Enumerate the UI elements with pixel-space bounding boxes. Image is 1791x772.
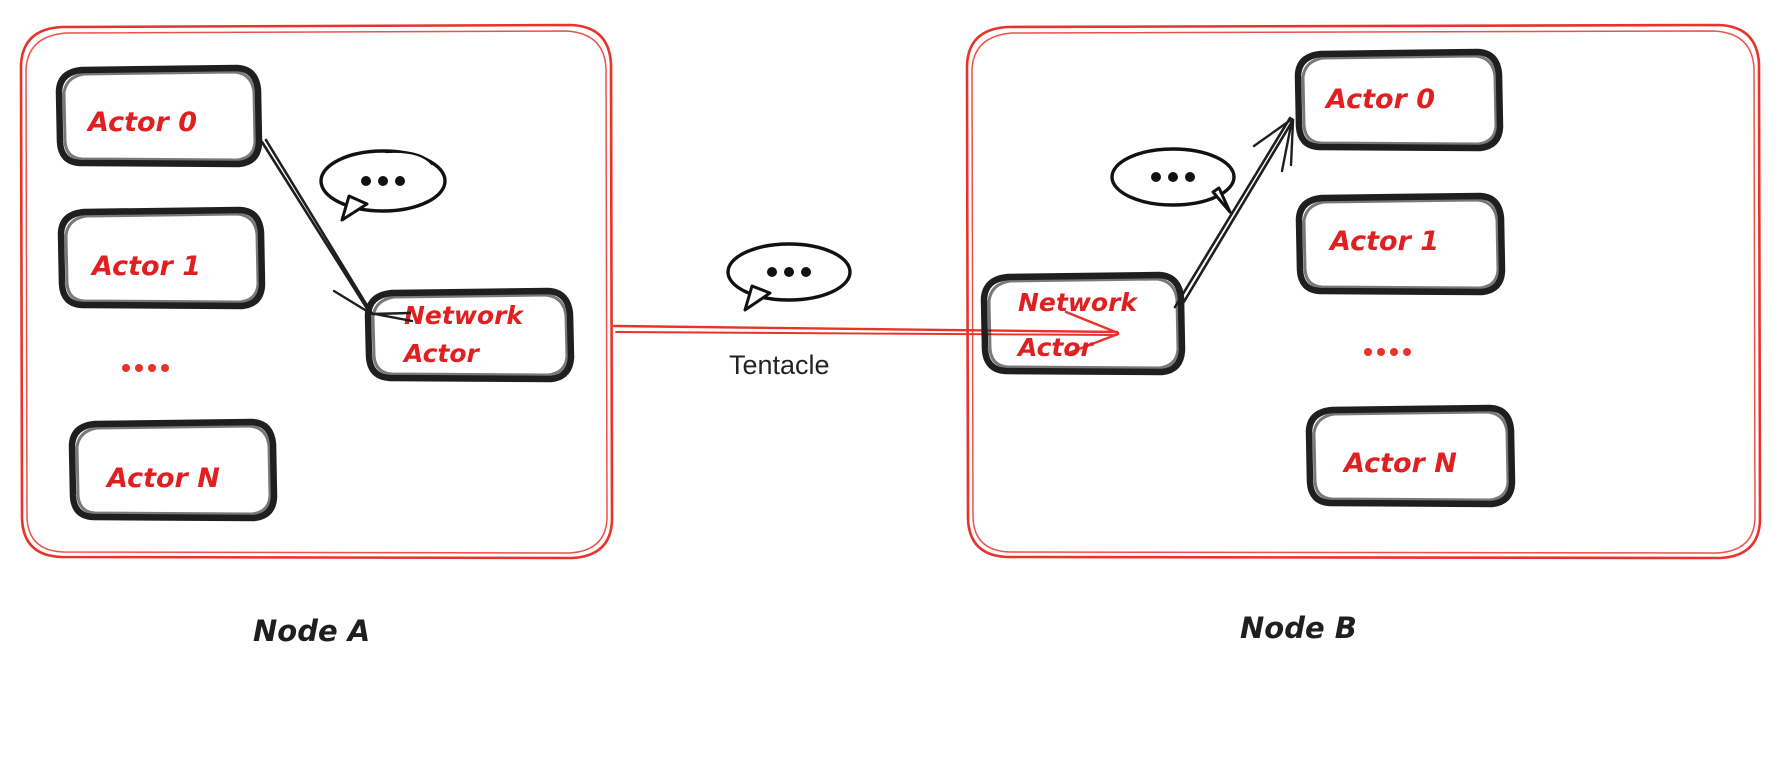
b-thought-bubble: [1110, 147, 1236, 214]
a-actor-0-label: Actor 0: [86, 107, 197, 138]
b-actor-0-box[interactable]: [1294, 48, 1504, 152]
b-ellipsis-dots: [1364, 348, 1411, 356]
b-network-actor-line2: Actor: [1016, 333, 1095, 362]
b-actor-1-label: Actor 1: [1328, 226, 1439, 257]
tentacle-thought-bubble: [726, 242, 852, 312]
a-network-actor-line1: Network: [404, 301, 524, 330]
a-ellipsis-dots: [122, 364, 169, 372]
a-actor-0-box[interactable]: [55, 64, 263, 168]
b-actor-1-box[interactable]: [1295, 192, 1506, 296]
a-thought-bubble: [319, 149, 447, 222]
b-actor-n-box[interactable]: [1305, 404, 1516, 508]
node-a-caption: Node A: [253, 614, 370, 648]
tentacle-connector[interactable]: [612, 310, 1120, 356]
a-actor-1-box[interactable]: [57, 206, 266, 310]
a-actor-1-label: Actor 1: [90, 251, 201, 282]
b-network-to-actor0-arrow: [1173, 116, 1295, 312]
b-actor-0-label: Actor 0: [1324, 84, 1435, 115]
node-b-boundary[interactable]: [965, 23, 1762, 560]
b-actor-n-label: Actor N: [1342, 448, 1457, 479]
a-network-actor-line2: Actor: [402, 339, 481, 368]
node-a-boundary[interactable]: [19, 23, 614, 560]
b-network-actor-line1: Network: [1018, 288, 1138, 317]
b-network-actor-box[interactable]: [980, 271, 1186, 376]
node-b-caption: Node B: [1240, 611, 1357, 645]
tentacle-label: Tentacle: [729, 350, 830, 380]
a-actor-n-box[interactable]: [68, 418, 278, 522]
a-actor-n-label: Actor N: [105, 463, 220, 494]
a-actor0-to-network-arrow: [260, 138, 414, 323]
